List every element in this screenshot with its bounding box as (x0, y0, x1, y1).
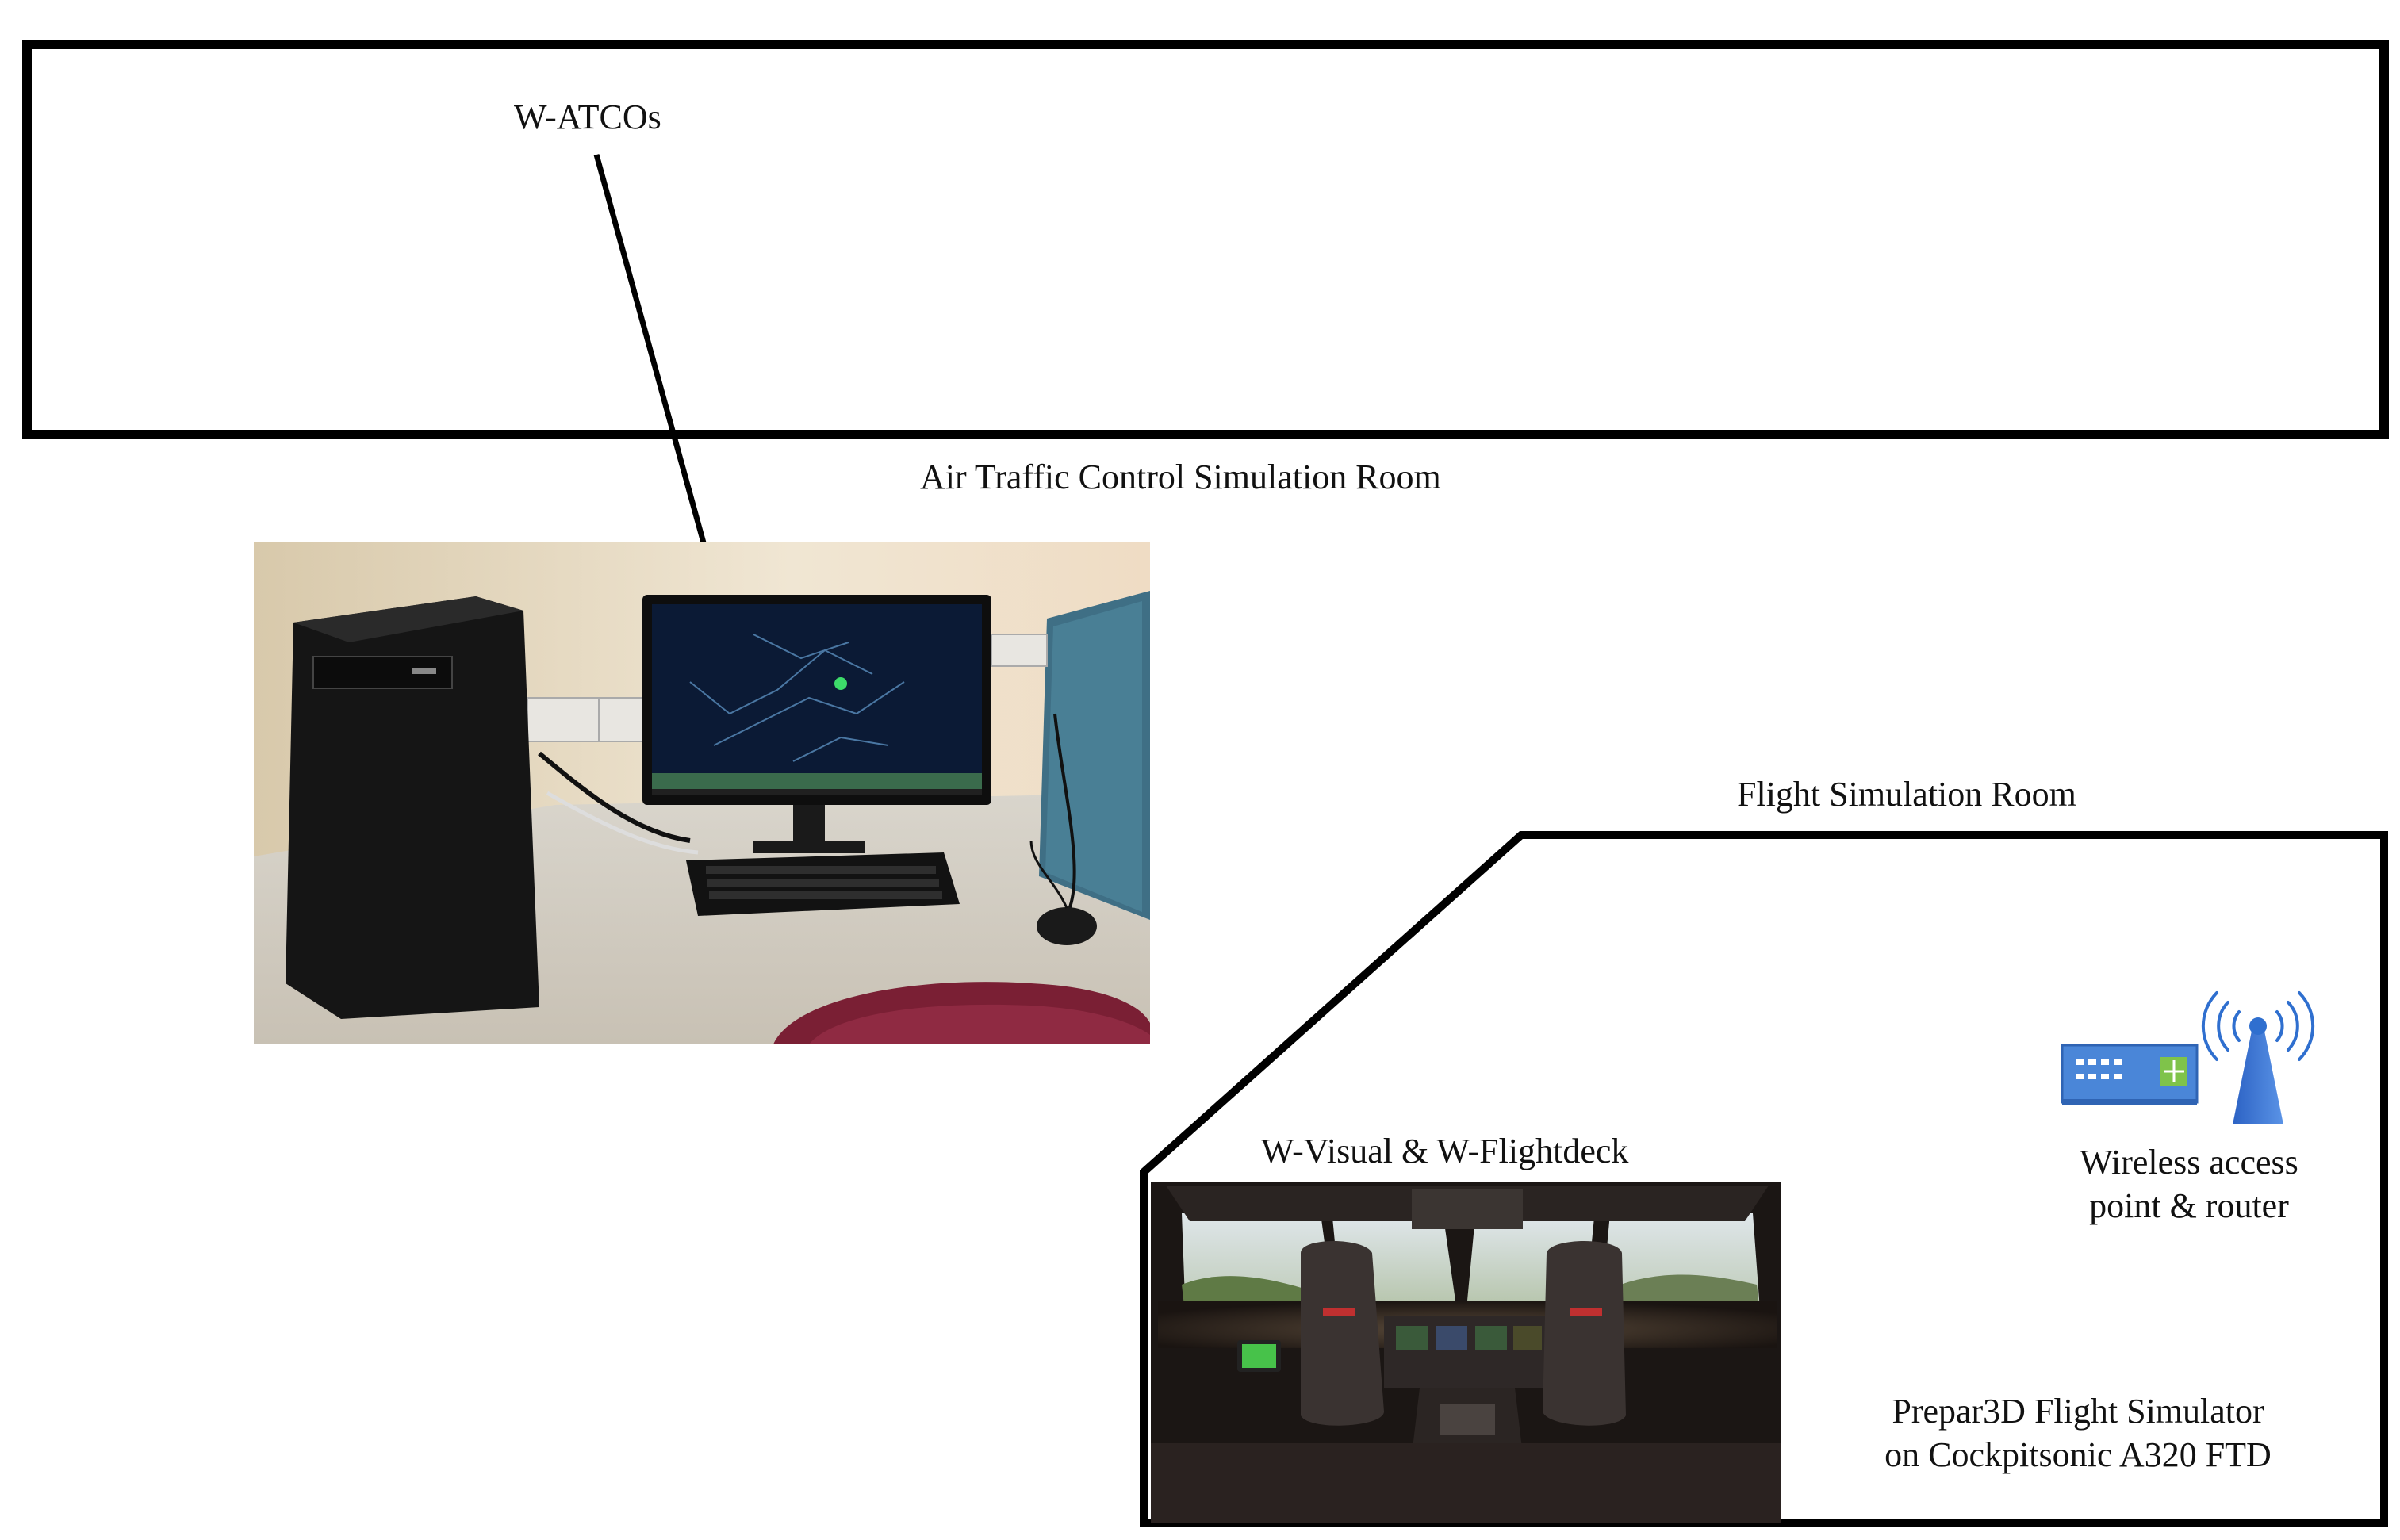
wireless-access-line1: Wireless access (2080, 1143, 2298, 1182)
wireless-antenna-icon (2201, 991, 2315, 1124)
simulator-line1: Prepar3D Flight Simulator (1892, 1392, 2264, 1431)
w-visual-label: W-Visual & W-Flightdeck (1261, 1132, 1629, 1170)
wireless-access-line2: point & router (2089, 1186, 2289, 1225)
flight-room-label: Flight Simulation Room (1737, 775, 2076, 814)
cockpit-photo (1151, 1182, 1781, 1523)
atc-room-label: Air Traffic Control Simulation Room (920, 458, 1441, 496)
atc-workstation-photo (254, 542, 1150, 1044)
simulator-label: Prepar3D Flight Simulator on Cockpitsoni… (1832, 1389, 2324, 1477)
flight-room-outline (1140, 831, 2388, 1527)
w-atcos-connector-line (593, 154, 707, 546)
simulator-line2: on Cockpitsonic A320 FTD (1884, 1435, 2272, 1474)
router-icon (2061, 1044, 2199, 1105)
atc-room-outline (22, 40, 2389, 439)
wireless-access-label: Wireless access point & router (2030, 1140, 2348, 1228)
w-atcos-label: W-ATCOs (514, 98, 661, 136)
